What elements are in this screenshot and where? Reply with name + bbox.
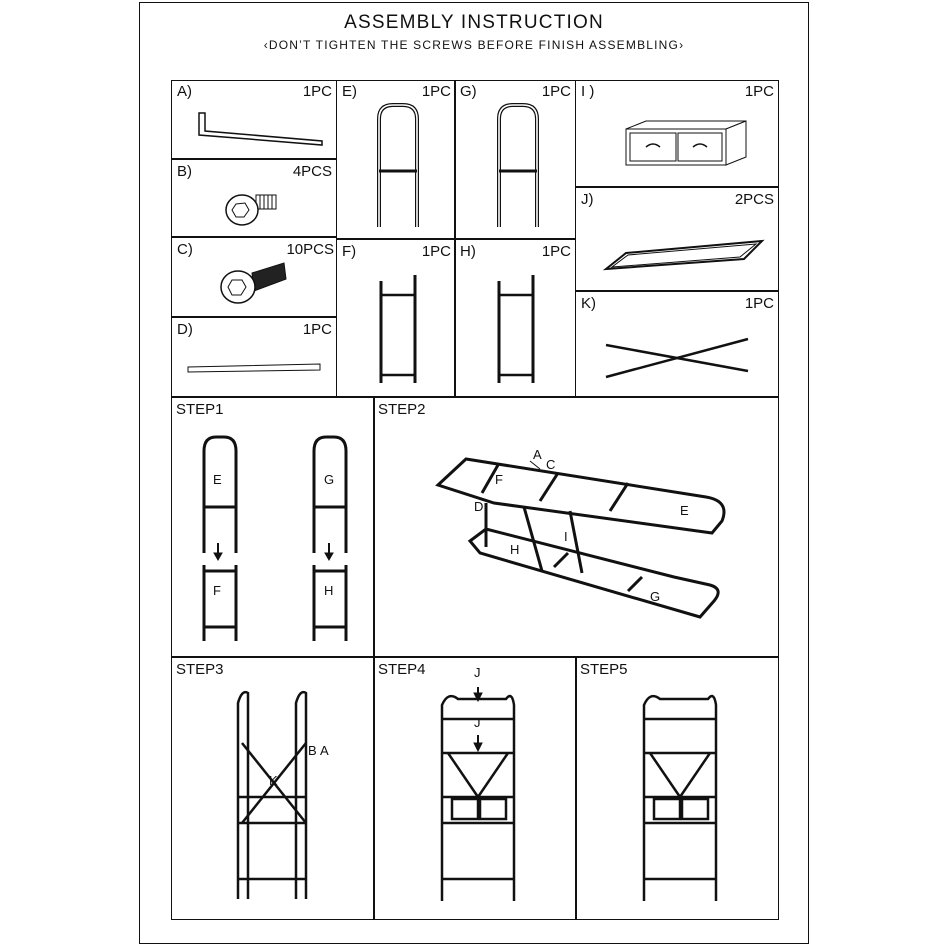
upper-frame-icon [497,103,539,227]
part-label: I ) [581,83,595,100]
part-letter: I [564,529,568,544]
part-letter: D [474,499,484,514]
step-label: STEP3 [176,661,224,678]
part-label: F) [342,243,357,260]
step-4-illustration [440,687,516,901]
part-qty: 1PC [302,321,332,338]
part-letter: A [320,743,329,758]
allen-key-icon [198,112,323,146]
part-qty: 4PCS [292,163,332,180]
lower-frame-icon [379,275,417,383]
part-qty: 10PCS [286,241,334,258]
shelf-frame-icon [602,239,765,271]
part-letter: J [474,715,481,730]
part-cell-d: D) 1PC [171,316,337,398]
part-qty: 1PC [421,243,451,260]
part-label: C) [177,241,193,258]
step-label: STEP1 [176,401,224,418]
page-title: ASSEMBLY INSTRUCTION [344,12,604,33]
part-letter: F [495,472,503,487]
part-qty: 2PCS [734,191,774,208]
part-label: E) [342,83,357,100]
step-3-illustration [236,690,308,899]
step-1-illustration [202,435,348,641]
page-subtitle: ‹DON’T TIGHTEN THE SCREWS BEFORE FINISH … [263,38,685,52]
step-label: STEP5 [580,661,628,678]
part-label: J) [581,191,594,208]
step-label: STEP4 [378,661,426,678]
part-label: A) [177,83,192,100]
part-cell-e: E) 1PC [336,80,456,240]
lower-frame-icon [497,275,535,383]
step-3-panel: STEP3 B A K [171,656,375,920]
part-cell-a: A) 1PC [171,80,337,160]
drawer-box-icon [625,120,747,166]
part-letter: A [533,447,542,462]
step-5-illustration [642,694,718,901]
long-screw-icon [220,262,287,304]
part-label: H) [460,243,476,260]
part-qty: 1PC [744,83,774,100]
part-label: K) [581,295,596,312]
part-cell-b: B) 4PCS [171,158,337,238]
part-letter: C [546,457,556,472]
rod-icon [187,363,321,373]
part-cell-h: H) 1PC [454,238,576,398]
part-cell-f: F) 1PC [336,238,456,398]
part-cell-g: G) 1PC [454,80,576,240]
part-letter: F [213,583,221,598]
step-2-illustration [435,457,726,619]
part-letter: G [650,589,661,604]
part-letter: B [308,743,317,758]
part-cell-c: C) 10PCS [171,236,337,318]
part-label: B) [177,163,192,180]
part-letter: J [474,665,481,680]
part-letter: H [324,583,334,598]
part-letter: E [680,503,689,518]
step-label: STEP2 [378,401,426,418]
part-cell-i: I ) 1PC [575,80,779,188]
part-letter: G [324,472,335,487]
step-5-panel: STEP5 [575,656,779,920]
upper-frame-icon [377,103,419,227]
instruction-sheet [139,2,809,944]
step-2-panel: STEP2 A C F D E H I G [373,396,779,658]
part-letter: E [213,472,222,487]
part-label: G) [460,83,477,100]
part-label: D) [177,321,193,338]
step-4-panel: STEP4 J J [373,656,577,920]
part-letter: H [510,542,520,557]
part-cell-j: J) 2PCS [575,186,779,292]
part-qty: 1PC [744,295,774,312]
part-qty: 1PC [541,83,571,100]
part-letter: K [269,773,278,788]
cross-brace-icon [605,337,749,379]
short-screw-icon [225,194,277,226]
part-qty: 1PC [302,83,332,100]
part-cell-k: K) 1PC [575,290,779,398]
part-qty: 1PC [541,243,571,260]
part-qty: 1PC [421,83,451,100]
step-1-panel: STEP1 E G F H [171,396,375,658]
